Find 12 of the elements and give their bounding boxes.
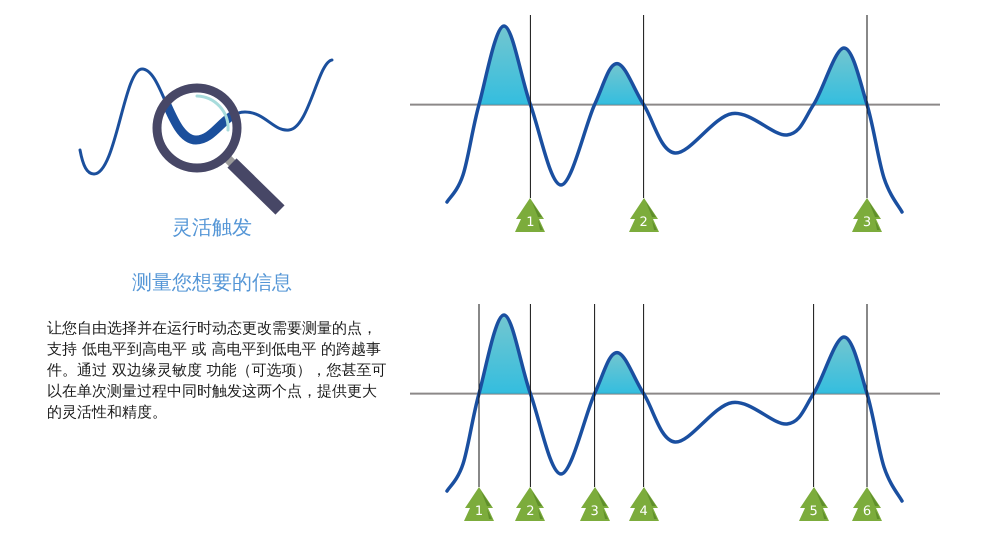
trigger-marker: 1 [463,487,495,521]
trigger-marker: 1 [514,198,546,232]
trigger-marker: 2 [514,487,546,521]
trigger-marker: 2 [628,198,660,232]
trigger-marker: 5 [798,487,830,521]
heading: 灵活触发 [171,215,253,239]
paragraph: 让您自由选择并在运行时动态更改需要测量的点，支持 低电平到高电平 或 高电平到低电平 的跨越事件。通过 双边缘灵敏度 功能（可选项），您甚至可以在单次测量过程中同时触发这两个点，提供更大的灵活性和精度。 [47,318,387,423]
trigger-marker: 3 [578,487,611,521]
trigger-marker: 3 [851,198,883,232]
trigger-marker: 4 [628,487,660,521]
trigger-marker: 6 [851,487,883,521]
subheading: 测量您想要的信息 [131,270,293,294]
